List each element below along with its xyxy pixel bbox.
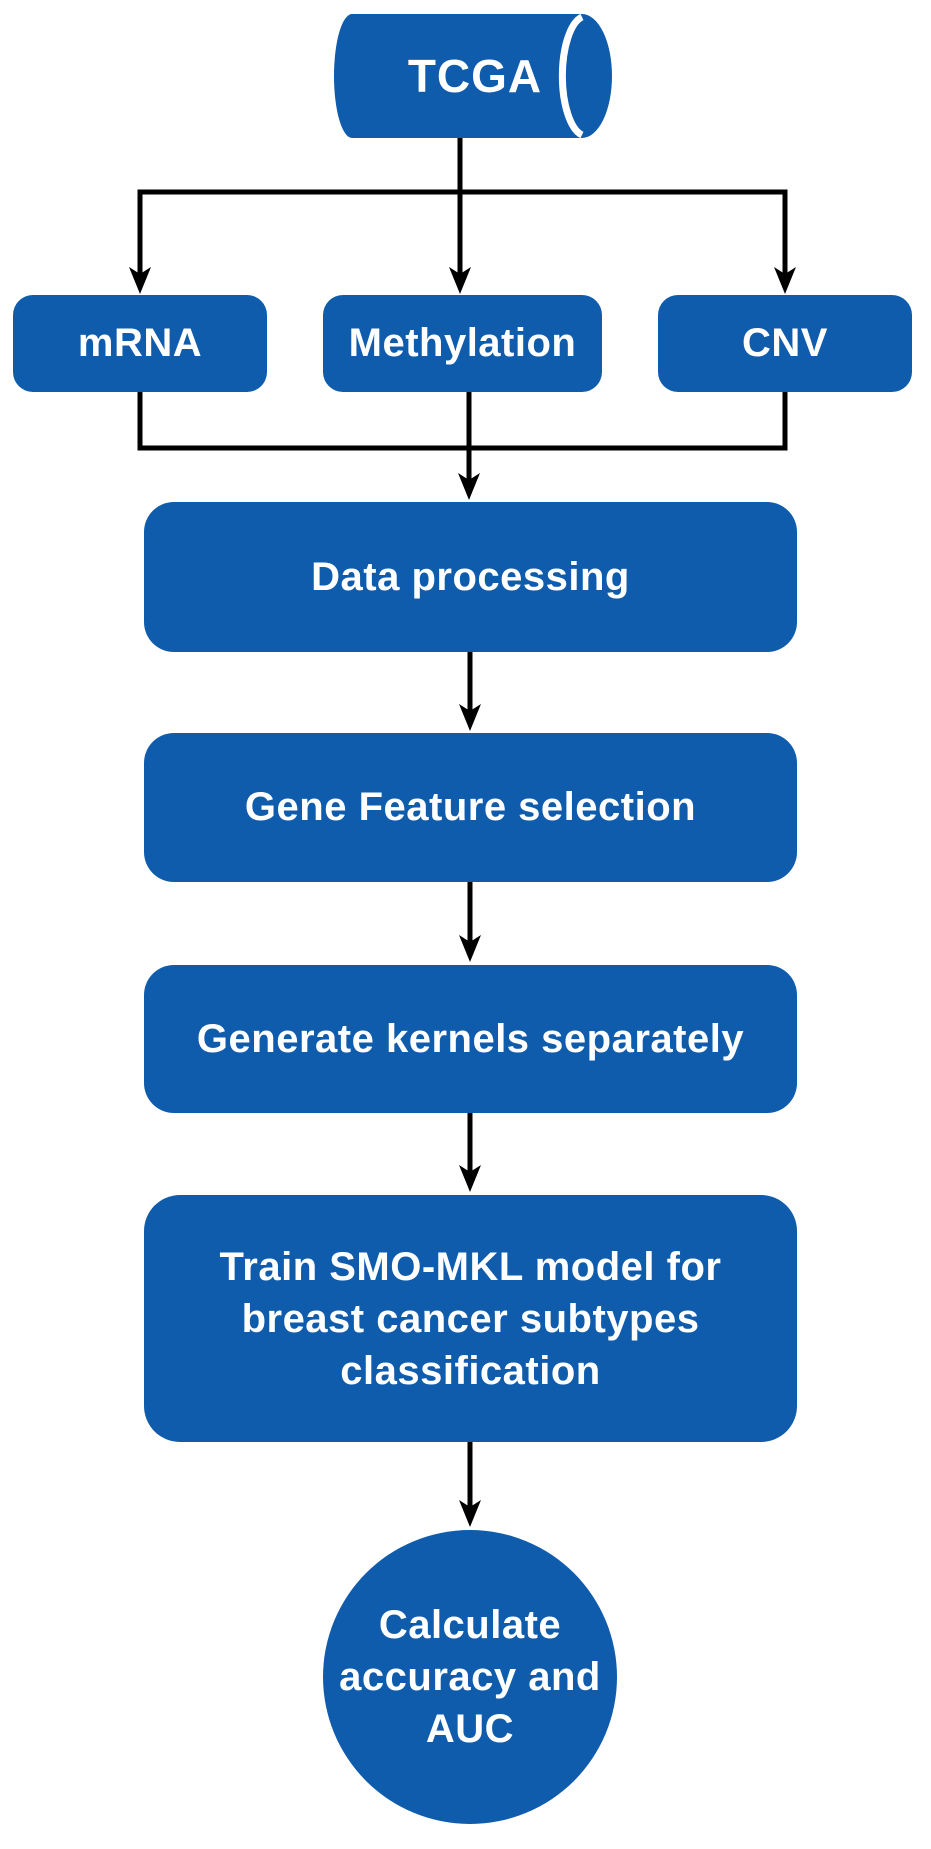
tcga-cylinder-shape (334, 14, 612, 138)
evaluate-line-2: accuracy and (339, 1655, 601, 1699)
mrna-text: mRNA (77, 321, 203, 365)
node-tcga-label: TCGA (337, 14, 613, 138)
arrowhead-generate-kernels (459, 935, 481, 962)
evaluate-line-3: AUC (425, 1707, 515, 1751)
train-model-line-3: classification (340, 1348, 601, 1393)
arrowhead-train-model (459, 1165, 481, 1192)
node-evaluate: Calculate accuracy and AUC (323, 1530, 617, 1824)
gene-feature-selection-text: Gene Feature selection (244, 785, 697, 829)
train-model-line-2: breast cancer subtypes (241, 1296, 700, 1341)
train-model-line-1: Train SMO-MKL model for (219, 1244, 722, 1289)
node-gene-feature-selection: Gene Feature selection (144, 733, 797, 882)
arrowhead-data-processing (458, 473, 480, 500)
methylation-text: Methylation (348, 321, 577, 365)
node-methylation: Methylation (323, 295, 602, 392)
cnv-text: CNV (742, 321, 828, 365)
arrowhead-evaluate (459, 1500, 481, 1527)
arrowhead-cnv (774, 267, 796, 294)
node-cnv: CNV (658, 295, 912, 392)
data-processing-text: Data processing (311, 554, 630, 599)
arrowheads (129, 267, 796, 1527)
connector-lines (137, 138, 788, 1509)
arrowhead-gene-feature (459, 704, 481, 731)
node-generate-kernels: Generate kernels separately (144, 965, 797, 1113)
generate-kernels-text: Generate kernels separately (196, 1016, 745, 1061)
tcga-text: TCGA (407, 50, 543, 102)
node-data-processing: Data processing (144, 502, 797, 652)
node-mrna: mRNA (13, 295, 267, 392)
node-train-model: Train SMO-MKL model for breast cancer su… (144, 1195, 797, 1442)
arrowhead-mrna (129, 267, 151, 294)
arrowhead-methylation (449, 267, 471, 294)
tcga-cylinder-cap-line (558, 13, 584, 139)
evaluate-line-1: Calculate (378, 1603, 562, 1647)
edge-converge (137, 390, 788, 451)
